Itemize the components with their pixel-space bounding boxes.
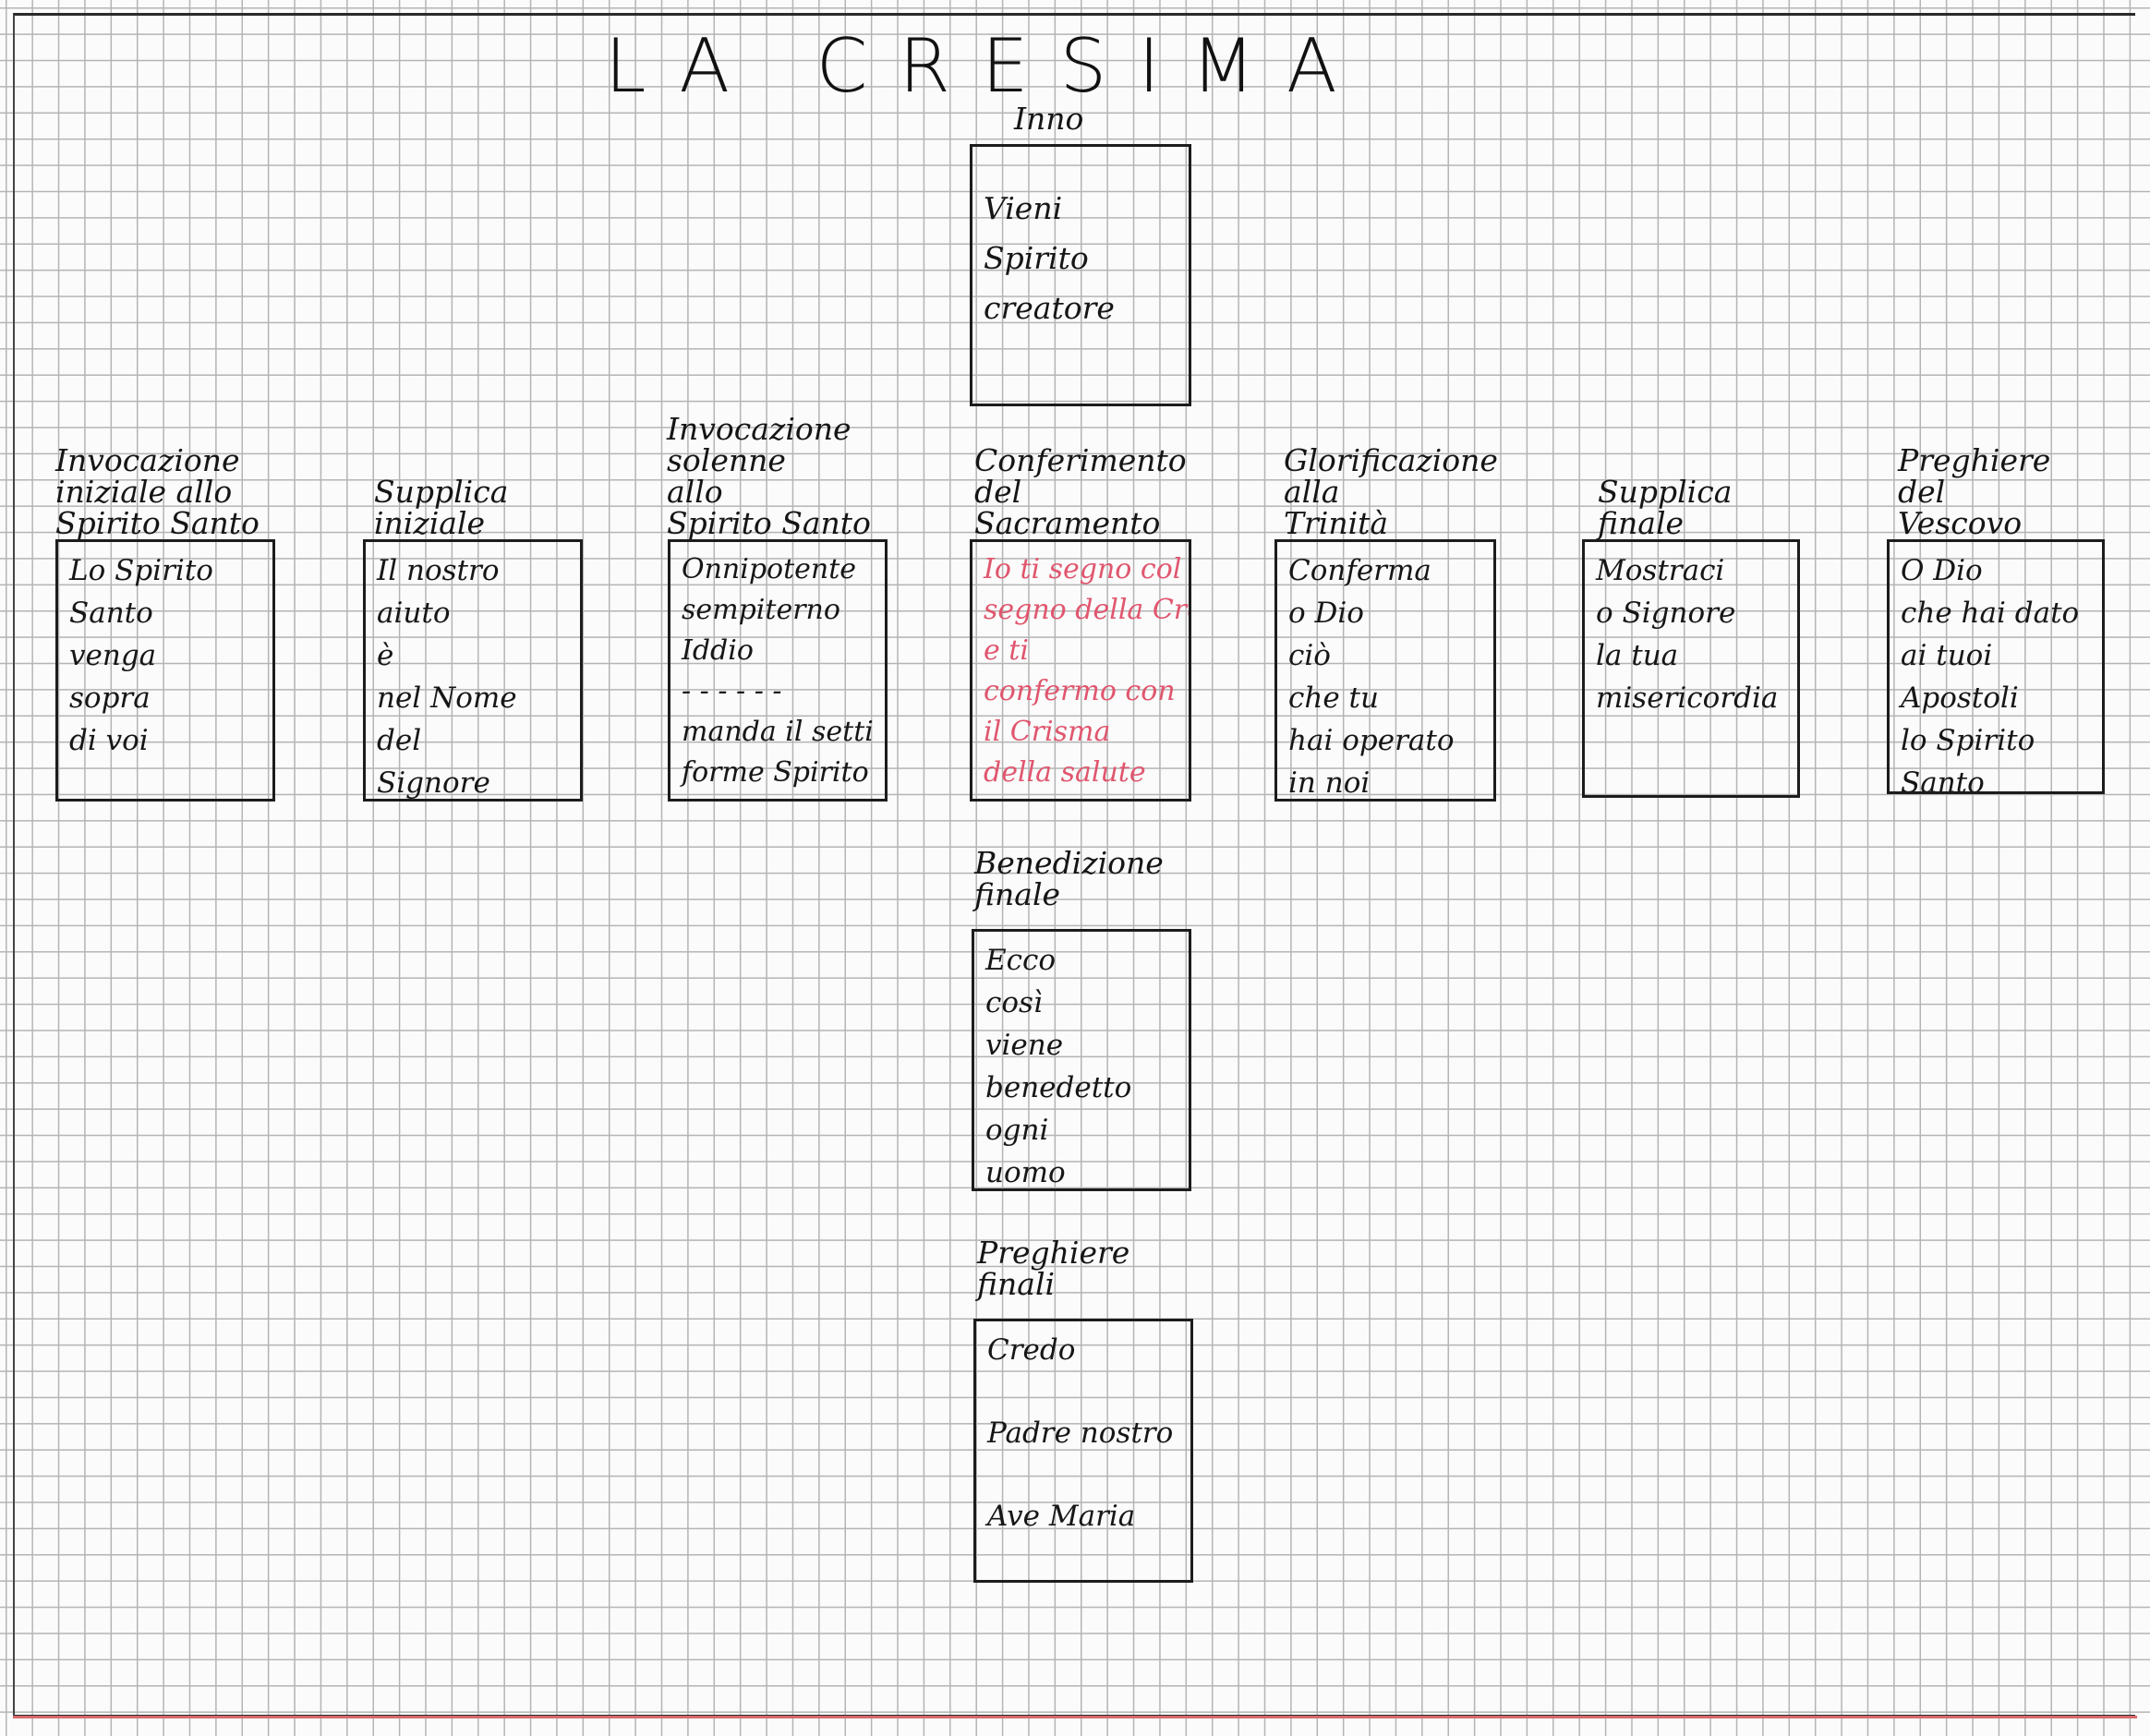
box-line: Santo [69,597,153,630]
box-line: così [985,986,1043,1019]
box-conferimento: Io ti segno col segno della Croce e ti conf… [970,539,1191,802]
heading-invocazione-iniziale: Invocazione iniziale allo Spirito Santo [55,442,260,541]
box-line: Lo Spirito [69,554,213,587]
box-line: - - - - - - [682,675,782,707]
box-line: Conferma [1288,554,1431,587]
box-line: Santo [1901,766,1985,794]
box-line: Vieni [984,190,1063,226]
box-line: O Dio [1901,554,1983,587]
box-line: e ti [984,634,1029,667]
box-line: che tu [1288,681,1379,715]
box-line: uomo [985,1156,1066,1189]
box-line: Signore [377,766,490,800]
box-line: Io ti segno col [984,553,1182,585]
box-supplica-finale: Mostraci o Signore la tua misericordia [1582,539,1800,798]
box-line: ai tuoi [1901,639,1993,672]
heading-supplica-finale: Supplica finale [1598,474,1733,541]
box-line: creatore [984,290,1115,326]
box-line: ogni [985,1114,1049,1147]
box-glorificazione: Conferma o Dio ciò che tu hai operato in noi [1274,539,1496,802]
box-line: manda il setti [682,716,874,748]
box-line: venga [69,639,157,672]
box-line: che hai dato [1901,597,2080,630]
box-line: Ecco [985,944,1057,977]
box-line: la tua [1596,639,1679,672]
box-line: benedetto [985,1071,1132,1104]
box-line: di voi [69,724,149,757]
box-line: o Signore [1596,597,1736,630]
box-line: Ave Maria [987,1500,1136,1533]
box-line: è [377,639,394,672]
box-line: della salute [984,756,1146,789]
heading-preghiere-vescovo: Preghiere del Vescovo [1898,442,2051,541]
box-line: Onnipotente [682,553,857,585]
box-line: lo Spirito [1901,724,2035,757]
box-line: Mostraci [1596,554,1725,587]
box-line: Iddio [682,634,754,667]
heading-inno: Inno [1014,101,1084,137]
heading-supplica-iniziale: Supplica iniziale [374,474,509,541]
box-line: in noi [1288,766,1371,800]
box-line: confermo con [984,675,1176,707]
heading-glorificazione: Glorificazione alla Trinità [1284,442,1498,541]
box-line: il Crisma [984,716,1111,748]
box-benedizione: Ecco così viene benedetto ogni uomo [972,929,1191,1191]
heading-conferimento: Conferimento del Sacramento [974,442,1187,541]
heading-invocazione-solenne: Invocazione solenne allo Spirito Santo [667,411,871,541]
box-line: nel Nome [377,681,517,715]
box-line: forme Spirito [682,756,869,789]
box-line: viene [985,1029,1064,1062]
box-line: sopra [69,681,151,715]
box-line: Padre nostro [987,1417,1174,1450]
page-title: LA CRESIMA [605,23,1369,109]
box-line: misericordia [1596,681,1779,715]
box-line: del [377,724,422,757]
box-line: Apostoli [1901,681,2019,715]
box-line: sempiterno [682,594,840,626]
box-line: Credo [987,1333,1076,1367]
box-line: ciò [1288,639,1331,672]
box-line: Spirito [984,240,1089,276]
heading-preghiere-finali: Preghiere finali [977,1235,1130,1302]
box-line: aiuto [377,597,451,630]
red-margin-line [13,1716,2137,1718]
box-line: hai operato [1288,724,1455,757]
box-line: o Dio [1288,597,1364,630]
heading-benedizione: Benedizione finale [974,845,1164,912]
box-line: Il nostro [377,554,500,587]
box-line: segno della Croce [984,594,1189,626]
